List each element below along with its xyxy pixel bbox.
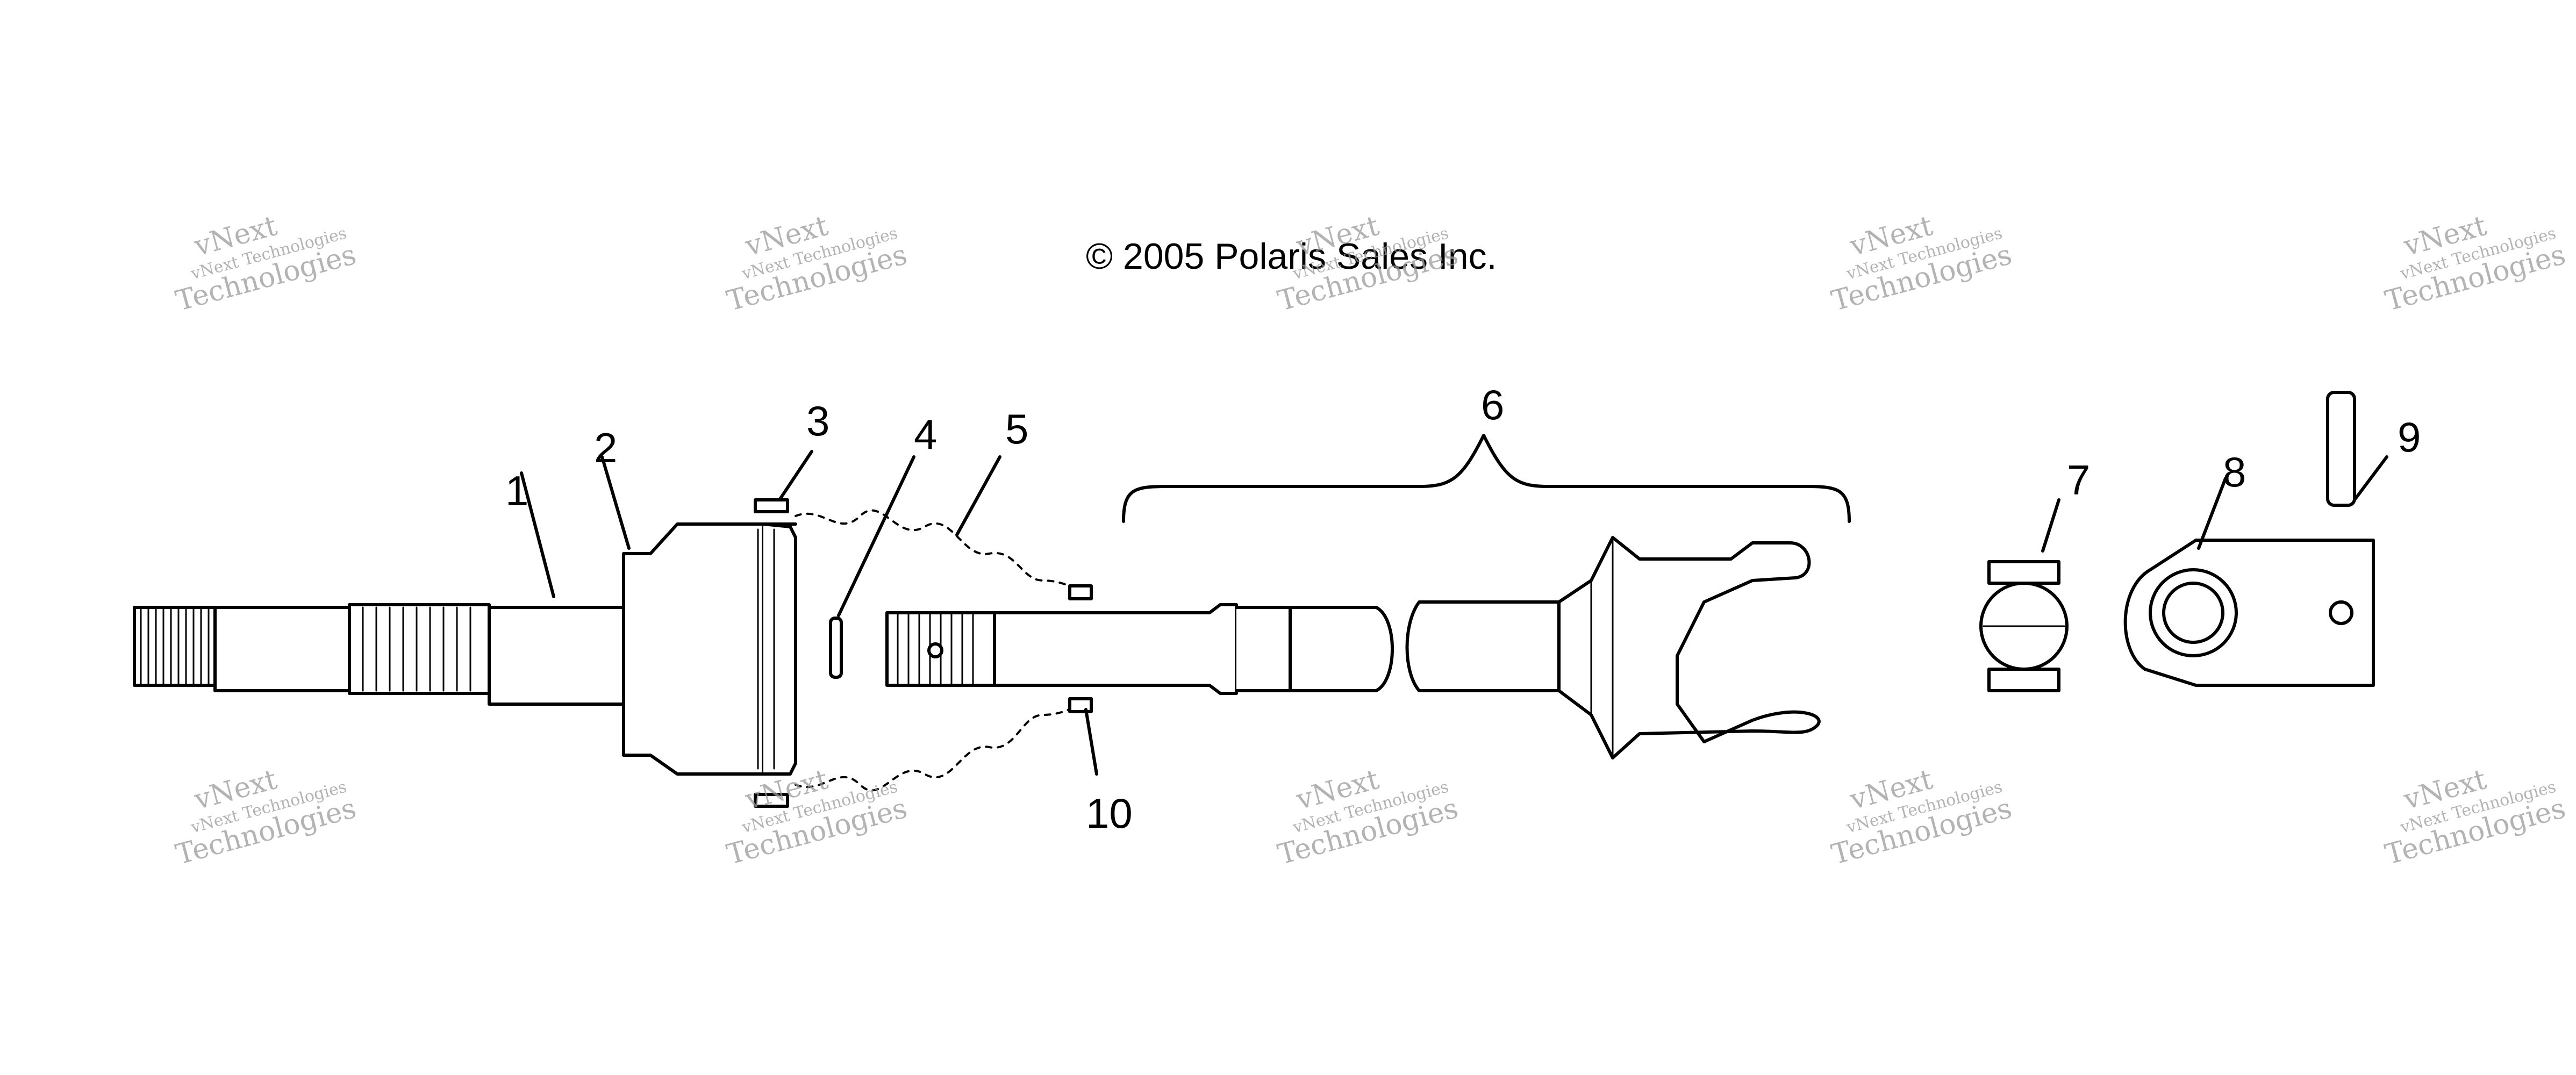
watermark-r2c5: vNext vNext Technologies Technologies — [2382, 763, 2569, 871]
part-1-cv-shaft — [133, 603, 625, 706]
part-7-u-joint-cross — [1979, 560, 2069, 692]
leader-lines — [520, 450, 2388, 776]
part-4-circlip — [829, 617, 843, 679]
callout-2: 2 — [594, 424, 617, 471]
callout-9: 9 — [2398, 413, 2421, 461]
callout-6: 6 — [1481, 381, 1504, 428]
part-2-cv-housing — [622, 522, 797, 776]
watermark-r1c1: vNext vNext Technologies Technologies — [173, 210, 360, 318]
watermark-r2c3: vNext vNext Technologies Technologies — [1275, 763, 1462, 871]
callout-7: 7 — [2067, 456, 2090, 504]
callout-10: 10 — [1086, 790, 1133, 837]
part-6-bracket — [1122, 434, 1851, 523]
watermark-r1c4: vNext vNext Technologies Technologies — [1828, 210, 2015, 318]
callout-8: 8 — [2223, 448, 2246, 496]
callout-1: 1 — [505, 467, 528, 514]
part-10-clamp — [1068, 584, 1093, 713]
callout-4: 4 — [914, 411, 937, 458]
part-9-pin — [2326, 391, 2356, 507]
callout-3: 3 — [806, 397, 829, 445]
watermark-r2c1: vNext vNext Technologies Technologies — [173, 763, 360, 871]
part-3-boot-clamps — [754, 498, 789, 808]
watermark-r1c5: vNext vNext Technologies Technologies — [2382, 210, 2569, 318]
watermark-r2c4: vNext vNext Technologies Technologies — [1828, 763, 2015, 871]
part-6-half-shaft-yoke — [885, 536, 1821, 759]
part-5-cv-boot — [795, 509, 1082, 792]
callout-5: 5 — [1005, 405, 1028, 453]
watermark-r1c2: vNext vNext Technologies Technologies — [724, 210, 911, 318]
part-8-yoke-flange — [2123, 539, 2375, 687]
copyright-text: © 2005 Polaris Sales Inc. — [1086, 236, 1497, 277]
